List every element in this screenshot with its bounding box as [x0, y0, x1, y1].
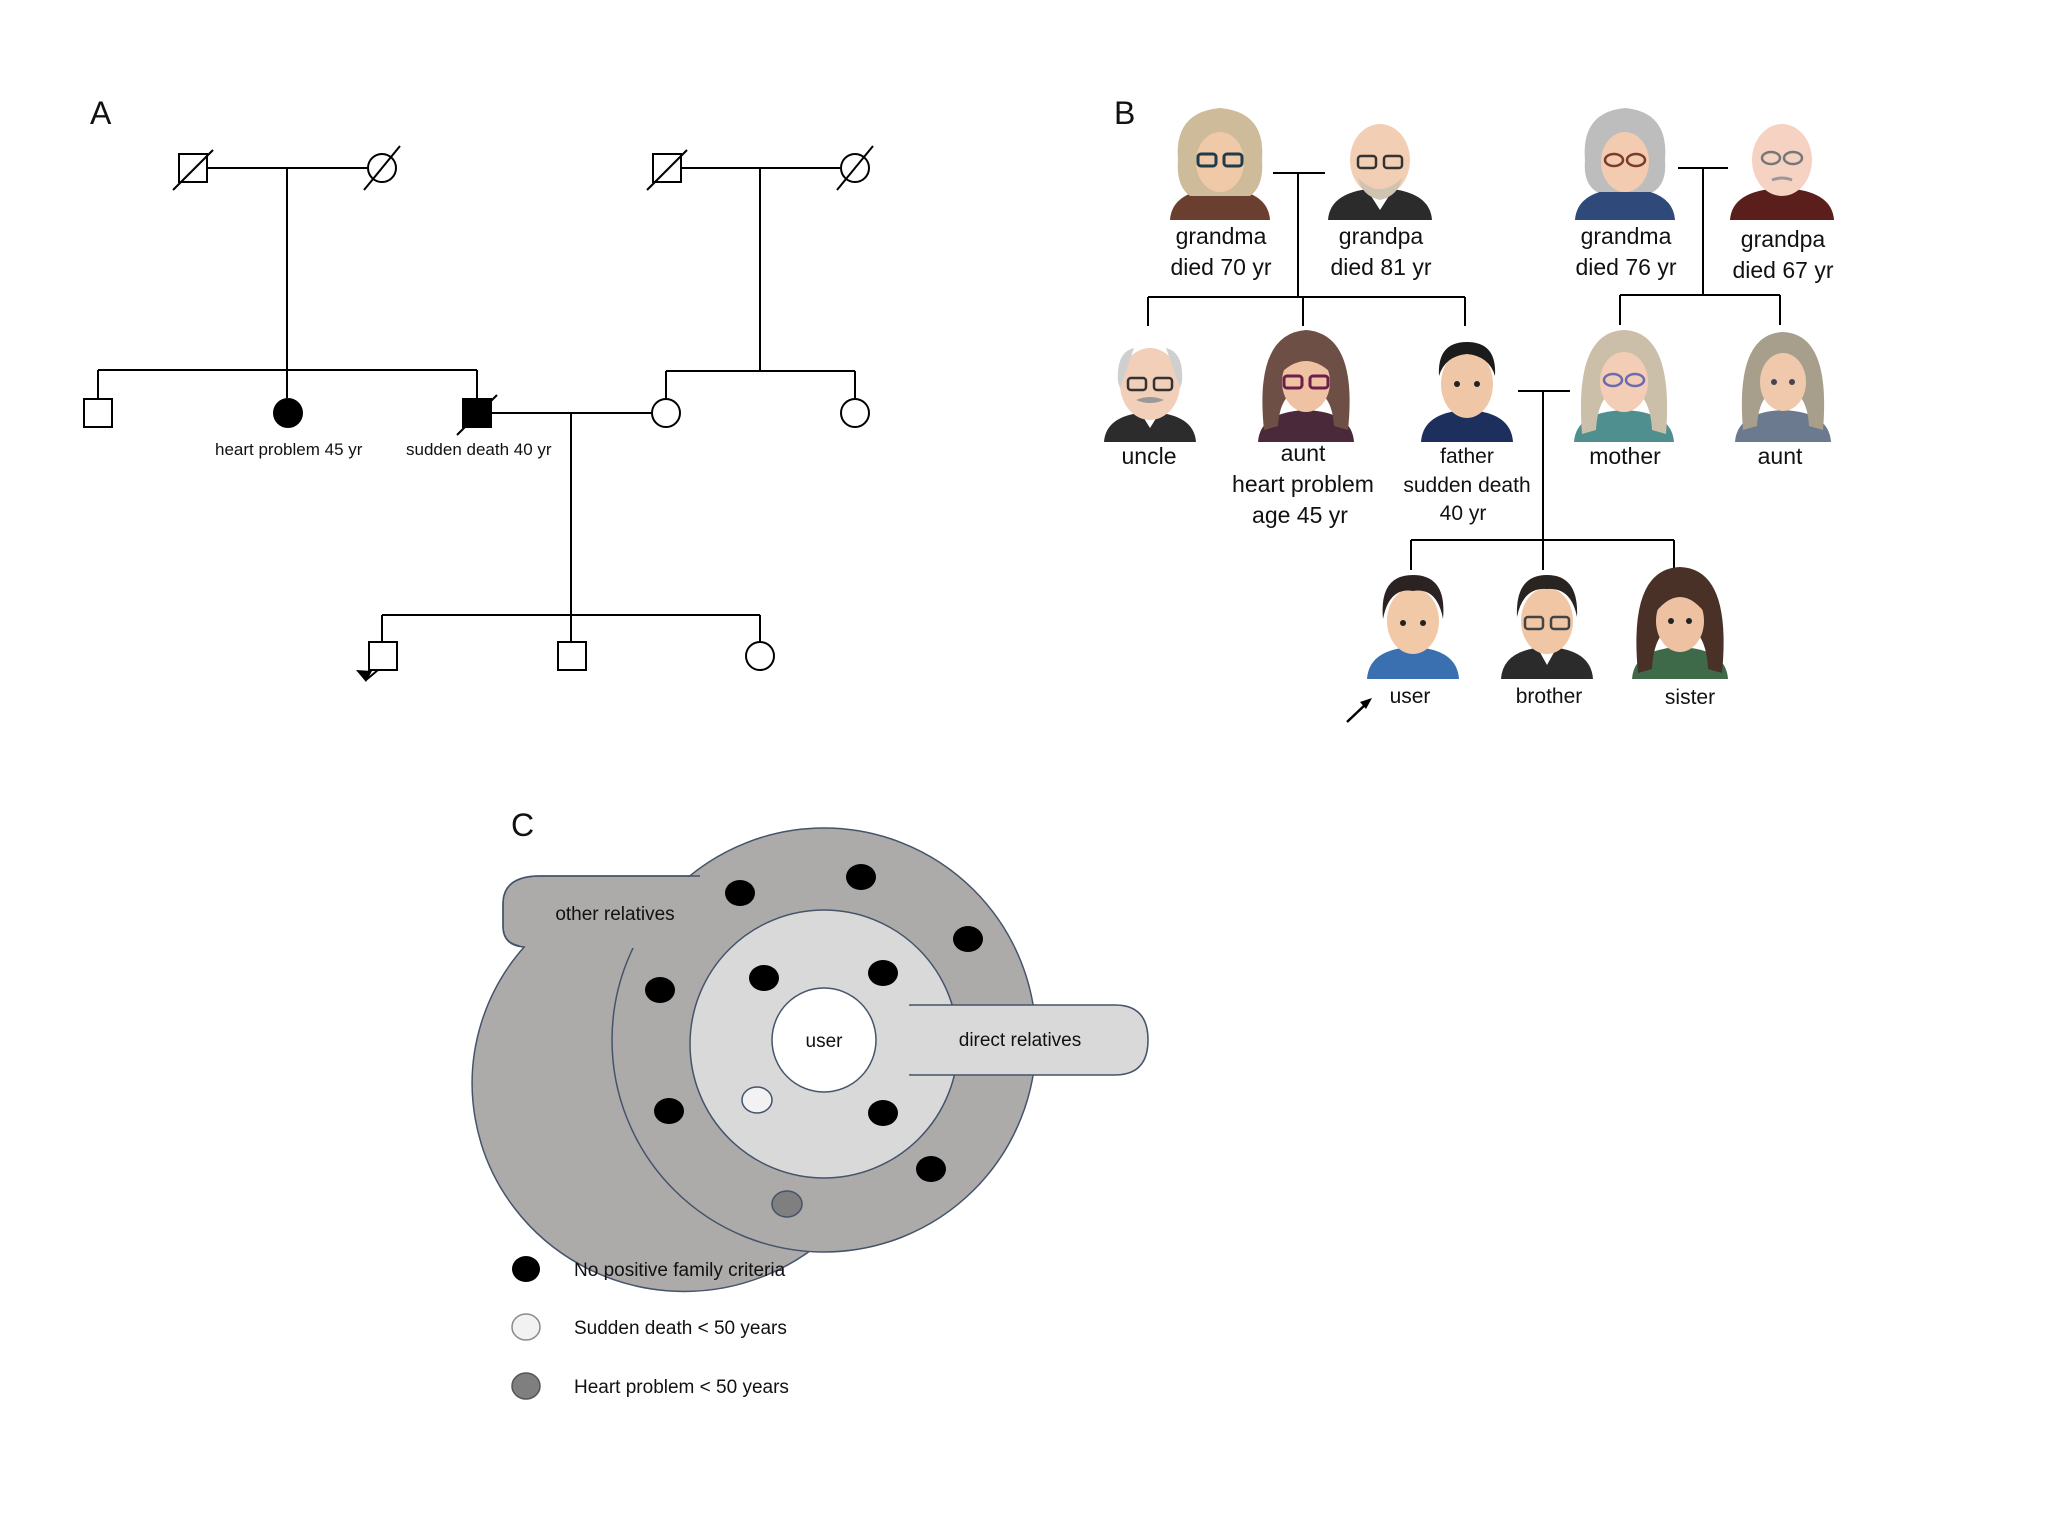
dot-other-relative-3 [953, 926, 983, 952]
legend: No positive family criteria Sudden death… [511, 1256, 789, 1400]
father-label: father [1440, 445, 1494, 468]
pat-aunt-detail-2: age 45 yr [1252, 502, 1348, 528]
sister-label: sister [1665, 686, 1715, 709]
uncle-symbol [83, 398, 113, 428]
mother-symbol [651, 398, 681, 428]
dot-other-relative-heart [771, 1190, 803, 1218]
legend-item-sudden-death: Sudden death < 50 years [511, 1313, 787, 1341]
legend-label-heart-problem: Heart problem < 50 years [574, 1377, 789, 1398]
mat-grandma-label: grandma [1581, 223, 1672, 249]
direct-relatives-label: direct relatives [959, 1030, 1082, 1051]
other-relatives-label: other relatives [555, 904, 674, 925]
relative-dots [645, 864, 983, 1218]
pat-aunt-detail-1: heart problem [1232, 471, 1374, 497]
father-condition-label: sudden death 40 yr [406, 440, 552, 459]
proband-arrow-icon [356, 670, 372, 682]
user-label: user [1390, 685, 1431, 708]
pat-aunt-label: aunt [1281, 440, 1326, 466]
brother-symbol [557, 641, 587, 671]
uncle-avatar-icon [1104, 348, 1196, 442]
mat-grandma-avatar-icon [1575, 108, 1675, 220]
mat-grandpa-avatar-icon [1730, 124, 1834, 220]
father-affected-symbol [456, 394, 498, 436]
dot-other-relative-5 [654, 1098, 684, 1124]
panel-a: A [83, 95, 874, 682]
aunt-condition-label: heart problem 45 yr [215, 440, 363, 459]
proband-symbol [356, 641, 398, 682]
pat-grandma-avatar-icon [1170, 108, 1270, 220]
mat-grandpa-label: grandpa [1741, 226, 1826, 252]
panel-a-label: A [90, 95, 112, 131]
panel-c-label: C [511, 807, 534, 843]
uncle-label: uncle [1122, 443, 1177, 469]
brother-avatar-icon [1501, 575, 1593, 679]
sister-symbol [745, 641, 775, 671]
user-arrow-icon [1346, 698, 1372, 723]
panel-b-label: B [1114, 95, 1135, 131]
dot-other-relative-6 [916, 1156, 946, 1182]
pat-grandma-label: grandma [1176, 223, 1267, 249]
pat-grandpa-label: grandpa [1339, 223, 1424, 249]
pat-grandpa-detail: died 81 yr [1330, 254, 1431, 280]
mat-aunt-label: aunt [1758, 443, 1803, 469]
brother-label: brother [1516, 685, 1583, 708]
legend-label-sudden-death: Sudden death < 50 years [574, 1318, 787, 1339]
dot-other-relative-1 [725, 880, 755, 906]
dot-direct-relative-1 [749, 965, 779, 991]
pat-grandmother-symbol [363, 145, 401, 191]
panel-b: B [1104, 95, 1834, 723]
user-avatar-icon [1367, 575, 1459, 679]
father-detail-1: sudden death [1403, 474, 1530, 497]
mat-grandpa-detail: died 67 yr [1732, 257, 1833, 283]
mat-aunt-symbol [840, 398, 870, 428]
pat-grandfather-symbol [172, 149, 214, 191]
dot-other-relative-4 [645, 977, 675, 1003]
dot-other-relative-2 [846, 864, 876, 890]
sister-avatar-icon [1632, 567, 1728, 679]
pat-grandpa-avatar-icon [1328, 124, 1432, 220]
pat-grandma-detail: died 70 yr [1170, 254, 1271, 280]
mother-avatar-icon [1574, 330, 1674, 442]
aunt-affected-symbol [273, 398, 303, 428]
mother-label: mother [1589, 443, 1661, 469]
dot-direct-relative-sudden [741, 1086, 773, 1114]
dot-direct-relative-2 [868, 960, 898, 986]
mat-grandfather-symbol [646, 149, 688, 191]
user-center-circle [771, 987, 877, 1093]
pat-aunt-avatar-icon [1258, 330, 1354, 442]
center-label: user [806, 1031, 844, 1052]
mat-aunt-avatar-icon [1735, 332, 1831, 442]
mat-grandma-detail: died 76 yr [1575, 254, 1676, 280]
mat-grandmother-symbol [836, 145, 874, 191]
father-avatar-icon [1421, 342, 1513, 442]
father-detail-2: 40 yr [1440, 502, 1487, 525]
dot-direct-relative-3 [868, 1100, 898, 1126]
legend-item-heart-problem: Heart problem < 50 years [511, 1372, 789, 1400]
legend-item-none: No positive family criteria [512, 1256, 786, 1282]
legend-label-none: No positive family criteria [574, 1260, 786, 1281]
panel-c: C user direct relatives other relatives [471, 807, 1149, 1400]
